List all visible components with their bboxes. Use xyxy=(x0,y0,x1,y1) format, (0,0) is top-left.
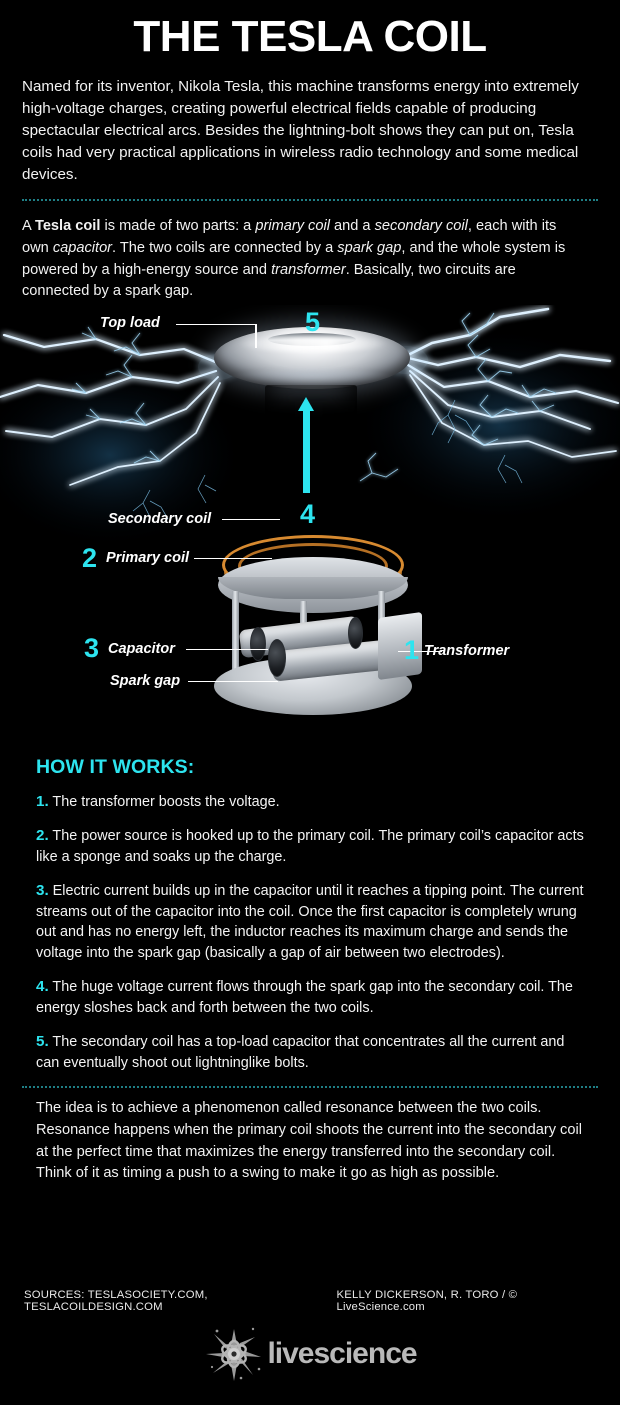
marker-5: 5 xyxy=(305,306,321,337)
step-number: 3. xyxy=(36,882,49,900)
divider-bottom xyxy=(22,1086,598,1089)
leader-line-primary-coil xyxy=(194,557,272,560)
credit-text: KELLY DICKERSON, R. TORO / © LiveScience… xyxy=(336,1289,518,1313)
spark-gap-electrode xyxy=(268,638,286,677)
step-number: 1. xyxy=(36,792,49,810)
coil-apparatus xyxy=(0,305,620,750)
current-flow-arrow-icon xyxy=(298,396,314,493)
step-text: The secondary coil has a top-load capaci… xyxy=(36,1034,565,1071)
leader-line-transformer xyxy=(398,650,442,653)
sources-text: SOURCES: TESLASOCIETY.COM, TESLACOILDESI… xyxy=(24,1289,208,1313)
step-number: 4. xyxy=(36,978,49,996)
toroid-highlight xyxy=(238,336,388,351)
step-item: 1. The transformer boosts the voltage. xyxy=(36,791,586,813)
marker-1: 1 xyxy=(404,634,420,665)
marker-3: 3 xyxy=(84,632,100,663)
leader-line-top-load-drop xyxy=(255,323,257,348)
callout-primary-coil: Primary coil xyxy=(106,549,190,566)
leader-line-top-load xyxy=(176,323,256,326)
upper-platform-edge xyxy=(218,576,408,599)
callout-spark-gap: Spark gap xyxy=(110,672,181,689)
toroid-underside xyxy=(230,368,394,385)
callout-capacitor: Capacitor xyxy=(108,640,175,657)
step-item: 5. The secondary coil has a top-load cap… xyxy=(36,1031,586,1073)
tesla-coil-diagram: Top load 5 Secondary coil 4 2 Primary co… xyxy=(0,305,620,750)
step-text: The power source is hooked up to the pri… xyxy=(36,828,584,865)
support-leg xyxy=(232,590,239,679)
leader-line-spark-gap xyxy=(188,680,278,683)
lightning-bolts-icon xyxy=(0,307,620,545)
step-item: 3. Electric current builds up in the cap… xyxy=(36,880,586,963)
callout-top-load: Top load xyxy=(100,314,160,331)
lede-paragraph: A Tesla coil is made of two parts: a pri… xyxy=(22,218,566,300)
leader-line-capacitor xyxy=(186,648,268,651)
logo-wordmark: livescience xyxy=(267,1337,417,1370)
step-item: 2. The power source is hooked up to the … xyxy=(36,825,586,867)
spark-gap-electrode xyxy=(250,626,266,661)
callout-transformer: Transformer xyxy=(424,642,510,659)
step-text: The transformer boosts the voltage. xyxy=(52,793,280,810)
step-item: 4. The huge voltage current flows throug… xyxy=(36,976,586,1018)
callout-secondary-coil: Secondary coil xyxy=(108,510,212,527)
livescience-logo[interactable]: livescience xyxy=(0,1323,620,1385)
how-it-works-heading: HOW IT WORKS: xyxy=(36,755,195,778)
intro-paragraph: Named for its inventor, Nikola Tesla, th… xyxy=(22,78,579,184)
leader-line-secondary-coil xyxy=(222,518,280,521)
footer: SOURCES: TESLASOCIETY.COM, TESLACOILDESI… xyxy=(0,1277,620,1405)
step-number: 5. xyxy=(36,1033,49,1051)
step-text: Electric current builds up in the capaci… xyxy=(36,883,584,961)
step-number: 2. xyxy=(36,827,49,845)
step-text: The huge voltage current flows through t… xyxy=(36,979,573,1016)
spark-gap-electrode xyxy=(348,616,363,649)
atom-splash-icon xyxy=(206,1327,262,1381)
marker-2: 2 xyxy=(82,542,98,573)
divider-top xyxy=(22,199,598,202)
how-it-works-steps: 1. The transformer boosts the voltage. 2… xyxy=(36,791,586,1074)
closing-paragraph: The idea is to achieve a phenomenon call… xyxy=(36,1100,582,1182)
marker-4: 4 xyxy=(300,498,316,529)
page-title: THE TESLA COIL xyxy=(133,12,487,61)
